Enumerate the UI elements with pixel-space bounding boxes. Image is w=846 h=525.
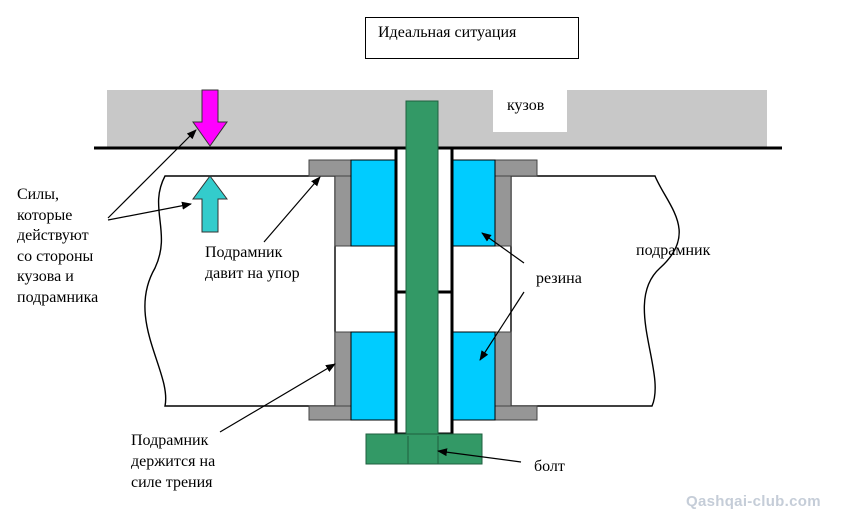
presses-label-line: давит на упор [205, 265, 300, 282]
bolt-label: болт [534, 458, 565, 475]
title-box: Идеальная ситуация [365, 17, 579, 59]
friction-label-line: держится на [131, 453, 216, 470]
friction-label-line: Подрамник [131, 432, 209, 449]
rubber-label: резина [536, 270, 582, 287]
pointer-presses [263, 176, 321, 243]
pointer-bolt [437, 448, 522, 463]
forces-label-line: подрамника [17, 288, 99, 306]
gray-stop-right-side [494, 175, 512, 247]
watermark: Qashqai-club.com [686, 493, 821, 510]
gray-stop-left-bottom [308, 405, 352, 421]
rubber-lower-left [350, 331, 397, 421]
subframe-right [510, 175, 680, 407]
forces-label-line: которые [17, 206, 73, 224]
force-arrow-up [192, 175, 228, 233]
car-body-label: кузов [507, 97, 545, 114]
gray-stop-left-side [334, 175, 352, 247]
gray-stop-right-top [494, 159, 538, 177]
rubber-upper-right [451, 159, 496, 247]
forces-label-line: действуют [17, 227, 89, 245]
rubber-lower-right [451, 331, 496, 421]
forces-label: Силы, которые действуют со стороны кузов… [17, 185, 98, 309]
bolt-head [365, 433, 483, 465]
gray-stop-right-lower [494, 331, 512, 407]
pointer-forces-to-down-arrow [107, 129, 197, 219]
presses-label: Подрамник давит на упор [205, 242, 300, 284]
subframe-right-label: подрамник [636, 242, 711, 259]
pointer-rubber-lower [479, 291, 525, 361]
title-text: Идеальная ситуация [378, 24, 517, 41]
forces-label-line: Силы, [17, 186, 59, 203]
car-body-label-bg [493, 90, 567, 132]
force-arrow-down [192, 89, 228, 147]
forces-label-line: со стороны [17, 247, 94, 265]
friction-label-line: силе трения [131, 474, 213, 491]
gray-stop-left-lower [334, 331, 352, 407]
forces-label-line: кузова и [17, 268, 74, 286]
pointer-friction [219, 363, 336, 433]
rubber-upper-left [350, 159, 397, 247]
gray-stop-right-bottom [494, 405, 538, 421]
pointer-rubber-upper [481, 232, 525, 264]
bolt-shaft [405, 100, 439, 435]
subframe-left [144, 175, 336, 407]
gray-stop-left-top [308, 159, 352, 177]
friction-label: Подрамник держится на силе трения [131, 430, 215, 493]
presses-label-line: Подрамник [205, 244, 283, 261]
pointer-forces-to-up-arrow [107, 201, 192, 221]
